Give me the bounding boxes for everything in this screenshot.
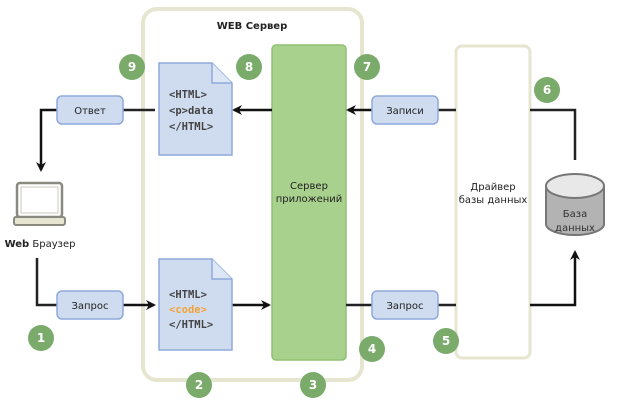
db-driver-label-line2: базы данных	[459, 195, 528, 206]
doc-request-line2: <code>	[169, 304, 207, 316]
request-label-left[interactable]: Запрос	[56, 290, 124, 320]
doc-response-line1: <HTML>	[169, 89, 207, 101]
step-badge-6: 6	[534, 77, 560, 103]
request-label-right[interactable]: Запрос	[371, 290, 439, 320]
laptop-icon[interactable]	[13, 181, 66, 226]
doc-response-line2: <p>data	[169, 105, 213, 117]
response-label-text: Ответ	[74, 106, 106, 117]
app-server-label-line2: приложений	[276, 194, 343, 205]
step-badge-2: 2	[186, 372, 212, 398]
svg-text:1: 1	[37, 331, 45, 345]
database-label-line2: данных	[555, 223, 595, 234]
svg-text:2: 2	[195, 378, 203, 392]
response-html-document[interactable]: <HTML> <p>data </HTML>	[158, 62, 233, 156]
browser-label-bold: Web	[5, 239, 30, 250]
step-badge-9: 9	[119, 54, 145, 80]
db-driver-label-line1: Драйвер	[470, 182, 515, 193]
app-server-box[interactable]	[271, 44, 347, 361]
db-driver-box[interactable]	[454, 44, 532, 360]
records-label[interactable]: Записи	[371, 95, 439, 125]
records-label-text: Записи	[386, 106, 424, 117]
svg-text:5: 5	[442, 334, 450, 348]
svg-text:9: 9	[128, 60, 136, 74]
browser-label-rest: Браузер	[29, 239, 75, 250]
step-badge-4: 4	[359, 336, 385, 362]
svg-text:3: 3	[309, 378, 317, 392]
svg-text:7: 7	[363, 60, 371, 74]
svg-text:6: 6	[543, 83, 551, 97]
step-badge-8: 8	[236, 54, 262, 80]
request-html-document[interactable]: <HTML> <code> </HTML>	[158, 258, 233, 351]
db-to-driver-line	[530, 108, 577, 160]
step-badge-5: 5	[433, 328, 459, 354]
browser-to-request-line	[35, 258, 57, 307]
request-label-right-text: Запрос	[386, 301, 423, 312]
svg-text:4: 4	[368, 342, 376, 356]
web-server-title: WEB Сервер	[217, 21, 288, 32]
response-to-browser-arrow	[36, 108, 57, 172]
app-server-label-line1: Сервер	[290, 181, 328, 192]
step-badge-3: 3	[300, 372, 326, 398]
web-server-frame	[141, 7, 364, 382]
doc-request-line3: </HTML>	[169, 319, 213, 331]
doc-response-line3: </HTML>	[169, 121, 213, 133]
step-badge-7: 7	[354, 54, 380, 80]
doc-request-line1: <HTML>	[169, 289, 207, 301]
browser-label: Web Браузер	[5, 239, 76, 250]
step-badge-1: 1	[28, 325, 54, 351]
database-icon[interactable]	[545, 173, 605, 236]
response-label[interactable]: Ответ	[56, 95, 124, 125]
request-label-left-text: Запрос	[71, 301, 108, 312]
driver-to-db-arrow	[530, 250, 580, 307]
database-label-line1: База	[563, 209, 587, 220]
svg-text:8: 8	[245, 60, 253, 74]
